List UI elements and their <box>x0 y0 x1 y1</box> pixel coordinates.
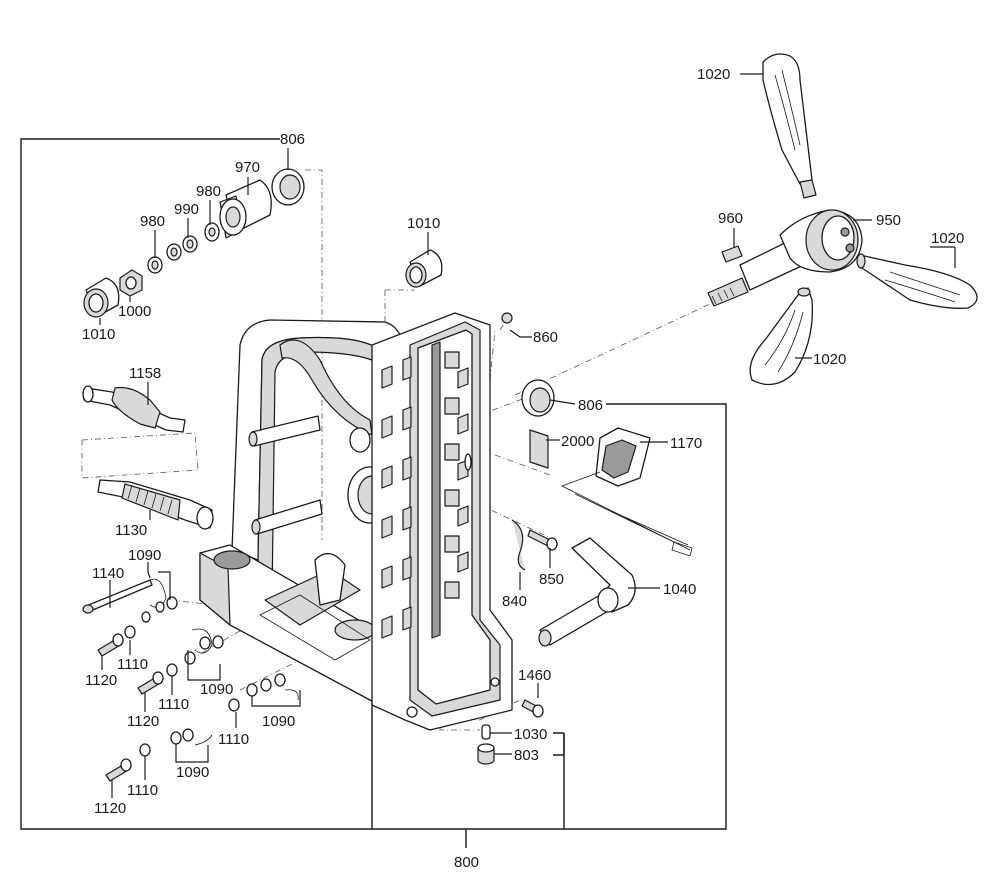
part-label-860: 860 <box>533 329 558 346</box>
part-label-806-right: 806 <box>578 397 603 414</box>
leader-lines <box>99 73 956 798</box>
part-label-1120-b: 1120 <box>127 713 159 730</box>
part-label-1120-a: 1120 <box>85 672 117 689</box>
pin-1030 <box>481 724 491 740</box>
spring-840 <box>511 519 526 571</box>
part-label-1170: 1170 <box>670 435 702 452</box>
part-label-1010-left: 1010 <box>82 326 115 343</box>
screw-860 <box>501 312 513 324</box>
part-label-1040: 1040 <box>663 581 696 598</box>
part-label-960: 960 <box>718 210 743 227</box>
assembly-bracket-800 <box>20 138 727 848</box>
part-label-950: 950 <box>876 212 901 229</box>
assembly-label-800: 800 <box>454 854 479 871</box>
part-label-1000: 1000 <box>118 303 151 320</box>
sleeve-806-top <box>271 168 305 206</box>
plate-2000 <box>529 429 549 469</box>
stand-frame <box>199 312 513 731</box>
part-labels: 1020 806 970 980 990 980 1010 960 950 10… <box>82 66 964 871</box>
handle-1020-lower <box>749 287 814 386</box>
part-label-1460: 1460 <box>518 667 551 684</box>
part-label-1140: 1140 <box>92 565 124 582</box>
switch-1170 <box>561 427 693 557</box>
part-label-806-top: 806 <box>280 131 305 148</box>
part-label-840: 840 <box>502 593 527 610</box>
part-label-803: 803 <box>514 747 539 764</box>
part-label-980-upper: 980 <box>196 183 221 200</box>
part-label-1090-b: 1090 <box>200 681 233 698</box>
part-label-1130: 1130 <box>115 522 147 539</box>
handle-1020-right <box>856 253 978 309</box>
washers <box>147 222 220 274</box>
part-label-2000: 2000 <box>561 433 594 450</box>
part-label-1110-a: 1110 <box>117 656 148 673</box>
nut-1000 <box>119 269 143 297</box>
part-label-1020-right: 1020 <box>931 230 964 247</box>
part-label-1090-c: 1090 <box>262 713 295 730</box>
part-label-1090-d: 1090 <box>176 764 209 781</box>
screw-850 <box>527 529 558 551</box>
part-label-1158: 1158 <box>129 365 161 382</box>
shaft-1130 <box>97 479 214 530</box>
sleeve-806-right <box>521 379 555 417</box>
cap-1010-top <box>405 249 443 288</box>
rod-1140 <box>82 579 153 614</box>
cap-803 <box>477 743 495 765</box>
shaft-1158 <box>82 385 186 433</box>
part-label-850: 850 <box>539 571 564 588</box>
part-label-1010-top: 1010 <box>407 215 440 232</box>
part-label-990: 990 <box>174 201 199 218</box>
part-label-970: 970 <box>235 159 260 176</box>
part-label-1110-b: 1110 <box>158 696 189 713</box>
part-label-1110-d: 1110 <box>127 782 158 799</box>
hub-950 <box>707 209 863 307</box>
part-label-1110-c: 1110 <box>218 731 249 748</box>
screw-1460 <box>521 699 544 718</box>
part-label-1030: 1030 <box>514 726 547 743</box>
part-label-1020-lower: 1020 <box>813 351 846 368</box>
part-label-1020-top: 1020 <box>697 66 730 83</box>
pin-960 <box>721 245 743 263</box>
nut-970 <box>219 179 272 239</box>
handle-1020-top <box>762 53 817 199</box>
part-label-1120-c: 1120 <box>94 800 126 817</box>
part-label-1090-a: 1090 <box>128 547 161 564</box>
cap-1010-left <box>83 277 120 318</box>
lever-1040 <box>538 537 636 647</box>
part-label-980-lower: 980 <box>140 213 165 230</box>
